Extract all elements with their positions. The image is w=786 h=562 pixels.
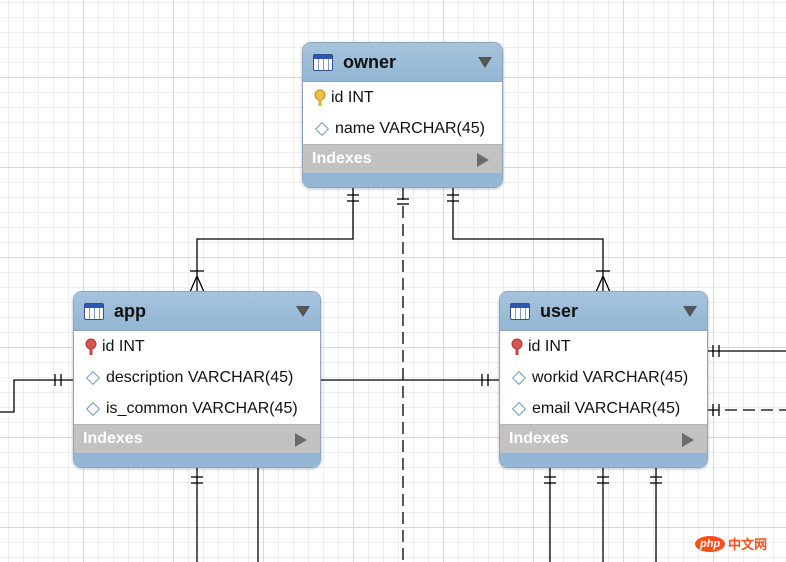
- entity-app[interactable]: app id INT description VARCHAR(45) is_co…: [73, 291, 321, 468]
- attribute-diamond-icon: [511, 401, 527, 416]
- column-row[interactable]: name VARCHAR(45): [303, 113, 502, 144]
- foreign-key-icon: [511, 338, 523, 355]
- entity-title: user: [540, 300, 579, 321]
- expand-arrow-icon[interactable]: [477, 153, 489, 167]
- entity-footer: [303, 173, 502, 187]
- column-row[interactable]: is_common VARCHAR(45): [74, 393, 320, 424]
- column-label: workid VARCHAR(45): [532, 368, 689, 386]
- relationship-owner-app: [196, 188, 354, 292]
- indexes-label: Indexes: [509, 430, 569, 447]
- table-icon: [510, 302, 530, 320]
- expand-arrow-icon[interactable]: [295, 433, 307, 447]
- column-label: email VARCHAR(45): [532, 399, 681, 417]
- column-row[interactable]: description VARCHAR(45): [74, 362, 320, 393]
- primary-key-icon: [314, 89, 326, 106]
- column-row[interactable]: id INT: [303, 82, 502, 113]
- indexes-label: Indexes: [83, 430, 143, 447]
- indexes-section[interactable]: Indexes: [500, 424, 707, 453]
- indexes-section[interactable]: Indexes: [303, 144, 502, 173]
- dropdown-arrow-icon[interactable]: [478, 57, 492, 68]
- column-label: is_common VARCHAR(45): [106, 399, 298, 417]
- attribute-diamond-icon: [314, 121, 330, 136]
- entity-owner[interactable]: owner id INT name VARCHAR(45) Indexes: [302, 42, 503, 188]
- column-row[interactable]: id INT: [74, 331, 320, 362]
- column-label: id INT: [331, 88, 374, 106]
- column-label: description VARCHAR(45): [106, 368, 294, 386]
- attribute-diamond-icon: [85, 401, 101, 416]
- column-row[interactable]: id INT: [500, 331, 707, 362]
- relationship-owner-user: [452, 188, 604, 292]
- column-row[interactable]: workid VARCHAR(45): [500, 362, 707, 393]
- watermark-logo: php: [695, 535, 726, 552]
- column-label: id INT: [102, 337, 145, 355]
- expand-arrow-icon[interactable]: [682, 433, 694, 447]
- attribute-diamond-icon: [511, 370, 527, 385]
- table-icon: [313, 53, 333, 71]
- attribute-diamond-icon: [85, 370, 101, 385]
- dropdown-arrow-icon[interactable]: [683, 306, 697, 317]
- watermark: php 中文网: [695, 534, 767, 553]
- entity-title: app: [114, 300, 147, 321]
- column-label: name VARCHAR(45): [335, 119, 485, 137]
- indexes-label: Indexes: [312, 150, 372, 167]
- watermark-text: 中文网: [728, 537, 768, 552]
- foreign-key-icon: [85, 338, 97, 355]
- entity-footer: [500, 453, 707, 467]
- table-icon: [84, 302, 104, 320]
- dropdown-arrow-icon[interactable]: [296, 306, 310, 317]
- entity-header[interactable]: app: [74, 292, 320, 331]
- entity-header[interactable]: user: [500, 292, 707, 331]
- column-label: id INT: [528, 337, 571, 355]
- indexes-section[interactable]: Indexes: [74, 424, 320, 453]
- relationship-app-left: [0, 379, 74, 413]
- entity-footer: [74, 453, 320, 467]
- entity-header[interactable]: owner: [303, 43, 502, 82]
- entity-title: owner: [343, 51, 397, 72]
- entity-user[interactable]: user id INT workid VARCHAR(45) email VAR…: [499, 291, 708, 468]
- column-row[interactable]: email VARCHAR(45): [500, 393, 707, 424]
